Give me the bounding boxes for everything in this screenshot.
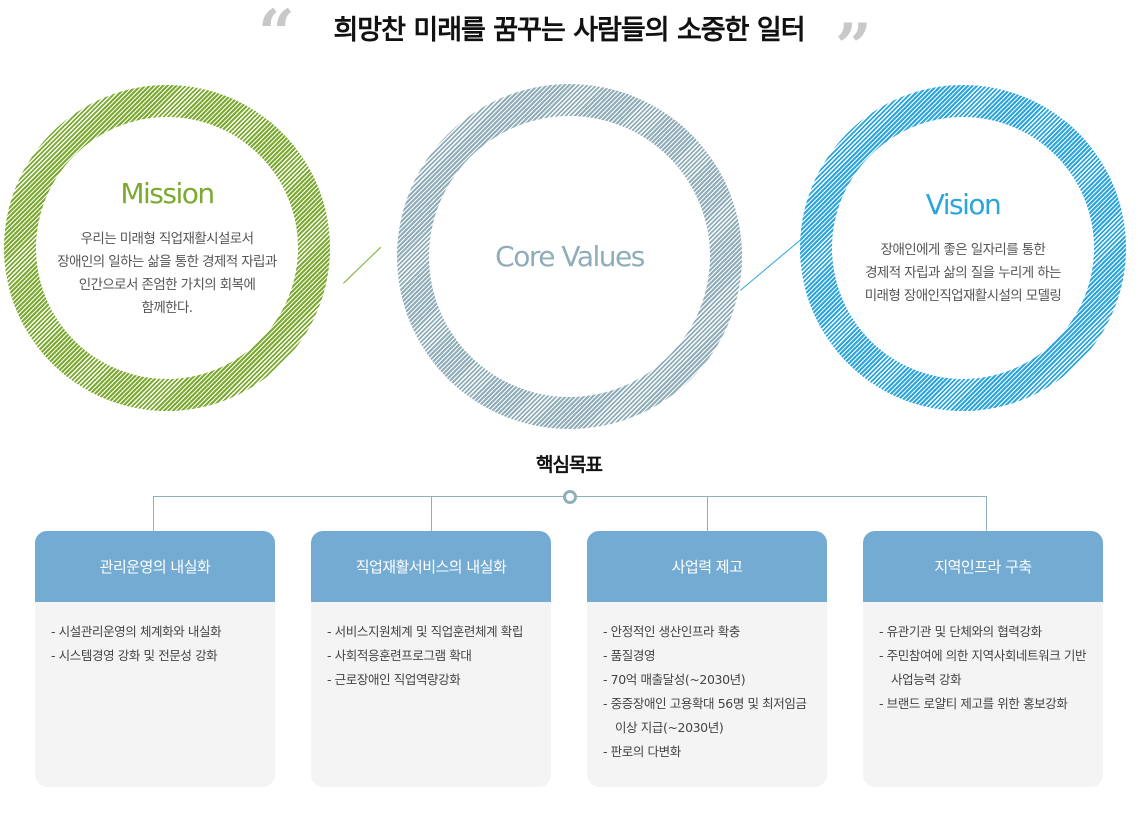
mission-title: Mission — [120, 176, 215, 210]
goal-list: - 서비스지원체계 및 직업훈련체계 확립 - 사회적응훈련프로그램 확대 - 근로… — [311, 602, 551, 692]
mission-circle: Mission 우리는 미래형 직업재활시설로서 장애인의 일하는 삶을 통한 … — [4, 85, 330, 411]
list-item: - 서비스지원체계 및 직업훈련체계 확립 — [327, 624, 524, 639]
list-item: - 70억 매출달성(~2030년) — [603, 672, 746, 687]
tree-root-node-icon — [563, 490, 577, 504]
list-item: - 안정적인 생산인프라 확충 — [603, 624, 740, 639]
connector-line — [343, 246, 382, 284]
goal-card: 사업력 제고 - 안정적인 생산인프라 확충 - 품질경영 - 70억 매출달성(~2… — [587, 531, 827, 787]
text-line: 인간으로서 존엄한 가치의 회복에 — [78, 276, 256, 293]
goal-card: 지역인프라 구축 - 유관기관 및 단체와의 협력강화 - 주민참여에 의한 지역사… — [863, 531, 1103, 787]
list-item: - 시스템경영 강화 및 전문성 강화 — [51, 648, 218, 663]
goal-card-title: 관리운영의 내실화 — [35, 531, 275, 602]
list-item: - 판로의 다변화 — [603, 744, 681, 759]
list-item: - 중증장애인 고용확대 56명 및 최저임금이상 지급(~2030년) — [603, 696, 807, 735]
list-item: - 품질경영 — [603, 648, 656, 663]
core-values-circle: Core Values — [397, 84, 742, 429]
text-line: 장애인의 일하는 삶을 통한 경제적 자립과 — [57, 253, 277, 270]
goal-list: - 유관기관 및 단체와의 협력강화 - 주민참여에 의한 지역사회네트워크 기반… — [863, 602, 1103, 716]
list-item: - 브랜드 로얄티 제고를 위한 홍보강화 — [879, 696, 1068, 711]
goal-card-title: 지역인프라 구축 — [863, 531, 1103, 602]
goal-card-title: 직업재활서비스의 내실화 — [311, 531, 551, 602]
list-item: - 유관기관 및 단체와의 협력강화 — [879, 624, 1042, 639]
tree-branch-line — [986, 496, 987, 531]
list-item: - 사회적응훈련프로그램 확대 — [327, 648, 472, 663]
text-line: 경제적 자립과 삶의 질을 누리게 하는 — [865, 265, 1061, 281]
tree-branch-line — [153, 496, 154, 531]
list-item: - 시설관리운영의 체계화와 내실화 — [51, 624, 222, 639]
vision-text: 장애인에게 좋은 일자리를 통한 경제적 자립과 삶의 질을 누리게 하는 미래… — [865, 239, 1062, 308]
text-line: 장애인에게 좋은 일자리를 통한 — [880, 242, 1046, 258]
vision-title: Vision — [925, 188, 1002, 221]
page-title: 희망찬 미래를 꿈꾸는 사람들의 소중한 일터 — [333, 15, 805, 46]
close-quote-icon: ” — [835, 10, 872, 85]
core-values-title: Core Values — [495, 240, 645, 273]
open-quote-icon: “ — [258, 0, 295, 71]
goal-card: 관리운영의 내실화 - 시설관리운영의 체계화와 내실화 - 시스템경영 강화 및 … — [35, 531, 275, 787]
text-line: 함께한다. — [141, 299, 194, 316]
tree-branch-line — [431, 496, 432, 531]
goal-list: - 시설관리운영의 체계화와 내실화 - 시스템경영 강화 및 전문성 강화 — [35, 602, 275, 668]
goal-card: 직업재활서비스의 내실화 - 서비스지원체계 및 직업훈련체계 확립 - 사회적응훈… — [311, 531, 551, 787]
list-item: - 주민참여에 의한 지역사회네트워크 기반 사업능력 강화 — [879, 648, 1087, 687]
list-item: - 근로장애인 직업역량강화 — [327, 672, 461, 687]
goal-list: - 안정적인 생산인프라 확충 - 품질경영 - 70억 매출달성(~2030년) -… — [587, 602, 827, 764]
text-line: 미래형 장애인직업재활시설의 모델링 — [864, 288, 1062, 304]
tree-branch-line — [707, 496, 708, 531]
vision-circle: Vision 장애인에게 좋은 일자리를 통한 경제적 자립과 삶의 질을 누리… — [800, 85, 1126, 411]
goal-card-title: 사업력 제고 — [587, 531, 827, 602]
text-line: 우리는 미래형 직업재활시설로서 — [80, 230, 254, 247]
mission-text: 우리는 미래형 직업재활시설로서 장애인의 일하는 삶을 통한 경제적 자립과 … — [57, 228, 277, 320]
connector-line — [740, 238, 802, 291]
goals-title: 핵심목표 — [536, 454, 603, 476]
